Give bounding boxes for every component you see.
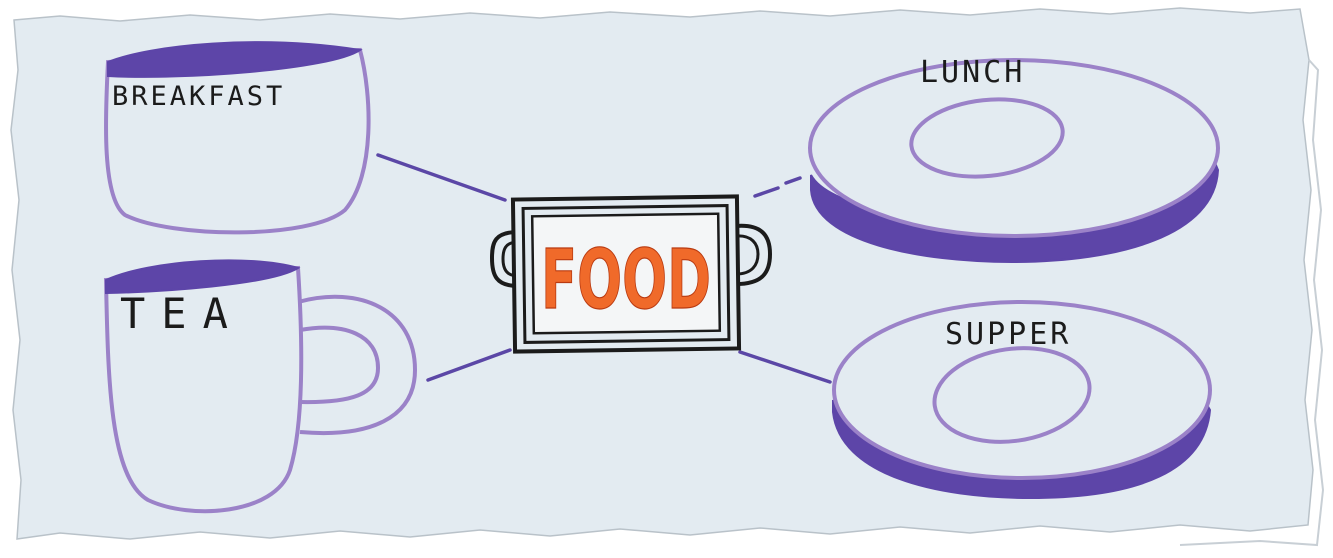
food-label: FOOD — [541, 233, 711, 328]
lunch-label: LUNCH — [920, 55, 1025, 90]
tea-label: TEA — [120, 289, 244, 338]
supper-label: SUPPER — [945, 317, 1071, 352]
lunch-plate: LUNCH — [810, 55, 1218, 262]
food-tray: FOOD — [492, 196, 770, 351]
breakfast-label: BREAKFAST — [112, 81, 285, 112]
breakfast-bowl: BREAKFAST — [106, 42, 369, 232]
supper-plate: SUPPER — [833, 302, 1210, 498]
